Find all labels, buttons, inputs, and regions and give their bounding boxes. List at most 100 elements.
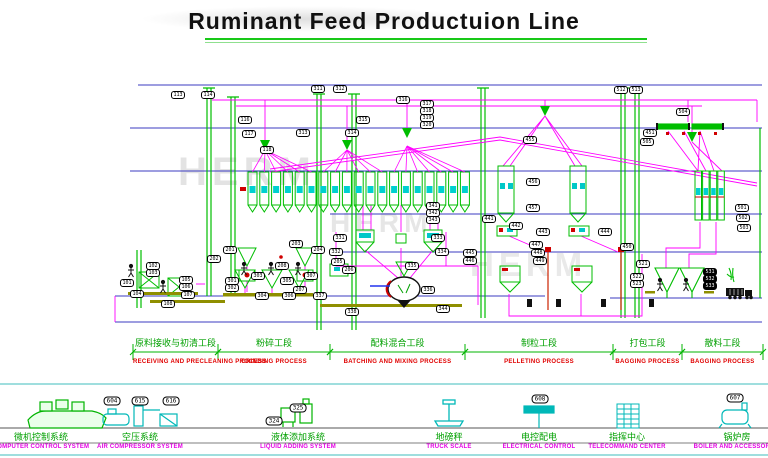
- section-dimension-ticks: [129, 344, 767, 360]
- equipment-tag: 443: [535, 228, 551, 236]
- air-compressor-icon: [102, 405, 178, 427]
- aux-equipment-tag: 604: [103, 396, 121, 406]
- aux-equipment-tag: 616: [162, 396, 180, 406]
- equipment-tag: 118: [259, 146, 275, 154]
- equipment-tag: 107: [180, 291, 196, 299]
- equipment-tag: 446: [462, 257, 478, 265]
- scan-smudge: [140, 6, 470, 32]
- section-label-en: RECEIVING AND PRECLEANING PROCESS: [133, 359, 267, 365]
- equipment-tag: 521: [635, 260, 651, 268]
- equipment-tag: 513: [628, 86, 644, 94]
- equipment-tag: 448: [530, 249, 546, 257]
- section-label-cn: 制粒工段: [520, 338, 557, 348]
- worker-figures: [128, 261, 689, 294]
- title-underline: [205, 38, 647, 43]
- equipment-tag: 449: [532, 257, 548, 265]
- equipment-tag: 344: [435, 305, 451, 313]
- section-label-cn: 配料混合工段: [370, 338, 425, 348]
- boiler-icon: [718, 402, 752, 429]
- section-label-cn: 粉碎工段: [255, 338, 292, 348]
- aux-label-en-computer-control: COMPUTER CONTROL SYSTEM: [0, 444, 90, 450]
- aux-label-en-liquid-adding: LIQUID ADDING SYSTEM: [260, 444, 336, 450]
- equipment-tag: 447: [528, 241, 544, 249]
- equipment-tag: 114: [200, 91, 216, 99]
- aux-equipment-tag: 325: [289, 403, 307, 413]
- equipment-tag: 117: [241, 130, 257, 138]
- aux-label-en-command-center: TELECOMMAND CENTER: [588, 444, 666, 450]
- equipment-tag: 503: [736, 224, 752, 232]
- bulk-truck: [726, 288, 753, 300]
- equipment-tag: 338: [344, 308, 360, 316]
- watermark-text: HERM: [330, 207, 433, 238]
- equipment-tag: 533: [702, 282, 718, 290]
- aux-equipment-tag: 615: [131, 396, 149, 406]
- section-label-cn: 散料工段: [704, 338, 741, 348]
- aux-label-cn-boiler-room: 锅炉房: [723, 432, 751, 442]
- equipment-tag: 116: [237, 116, 253, 124]
- equipment-tag: 103: [145, 269, 161, 277]
- equipment-tag: 445: [462, 249, 478, 257]
- equipment-tag: 305: [279, 277, 295, 285]
- section-label-en: BAGGING PROCESS: [615, 359, 680, 365]
- batching-bins: [240, 145, 470, 213]
- power-distribution-icon: [523, 405, 555, 428]
- drawing-title: Ruminant Feed Productuion Line: [188, 8, 580, 34]
- pelleting-equipment: [496, 165, 593, 293]
- liquid-adding-icon: [280, 398, 313, 427]
- equipment-tag: 523: [629, 280, 645, 288]
- equipment-tag: 335: [404, 262, 420, 270]
- aux-equipment-tag: 607: [726, 393, 744, 403]
- aux-label-en-power-distribution: ELECTRICAL CONTROL: [502, 444, 576, 450]
- equipment-tag: 311: [310, 85, 326, 93]
- equipment-tag: 312: [332, 85, 348, 93]
- equipment-tag: 313: [295, 129, 311, 137]
- equipment-tag: 512: [613, 86, 629, 94]
- equipment-tag: 444: [597, 228, 613, 236]
- equipment-tag: 332: [328, 248, 344, 256]
- equipment-tag: 333: [430, 234, 446, 242]
- finished-product-bins: [694, 170, 725, 221]
- section-label-cn: 打包工段: [629, 338, 666, 348]
- equipment-tag: 334: [434, 248, 450, 256]
- equipment-tag: 456: [525, 178, 541, 186]
- equipment-tag: 502: [735, 214, 751, 222]
- equipment-tag: 202: [206, 255, 222, 263]
- aux-equipment-tag: 324: [265, 416, 283, 426]
- equipment-tag: 303: [250, 272, 266, 280]
- equipment-tag: 442: [508, 222, 524, 230]
- aux-label-cn-command-center: 指挥中心: [608, 432, 646, 442]
- equipment-tag: 441: [481, 215, 497, 223]
- aux-label-cn-computer-control: 微机控制系统: [13, 432, 69, 442]
- equipment-tag: 337: [312, 292, 328, 300]
- aux-label-en-truck-scale: TRUCK SCALE: [426, 444, 472, 450]
- equipment-tag: 108: [160, 300, 176, 308]
- equipment-tag: 307: [303, 272, 319, 280]
- equipment-tag: 336: [420, 286, 436, 294]
- equipment-tag: 306: [281, 292, 297, 300]
- equipment-tag: 315: [355, 116, 371, 124]
- equipment-tag: 206: [341, 266, 357, 274]
- section-label-en: GRINDING PROCESS: [241, 359, 307, 365]
- equipment-tag: 207: [292, 286, 308, 294]
- equipment-tag: 104: [129, 290, 145, 298]
- equipment-tag: 450: [619, 243, 635, 251]
- equipment-tag: 316: [395, 96, 411, 104]
- equipment-tag: 204: [310, 246, 326, 254]
- equipment-tag: 320: [419, 121, 435, 129]
- section-label-cn: 原料接收与初清工段: [134, 338, 216, 348]
- equipment-tag: 505: [639, 138, 655, 146]
- equipment-tag: 101: [119, 279, 135, 287]
- equipment-tag: 457: [525, 204, 541, 212]
- equipment-tag: 314: [344, 129, 360, 137]
- computer-control-icon: [27, 399, 107, 429]
- equipment-tag: 203: [288, 240, 304, 248]
- mixer: [370, 276, 421, 308]
- equipment-tag: 205: [330, 258, 346, 266]
- aux-label-en-air-compressor: AIR COMPRESSOR SYSTEM: [97, 444, 183, 450]
- aux-label-cn-truck-scale: 地磅秤: [435, 432, 463, 442]
- equipment-tag: 201: [222, 246, 238, 254]
- equipment-tag: 455: [522, 136, 538, 144]
- equipment-tag: 501: [734, 204, 750, 212]
